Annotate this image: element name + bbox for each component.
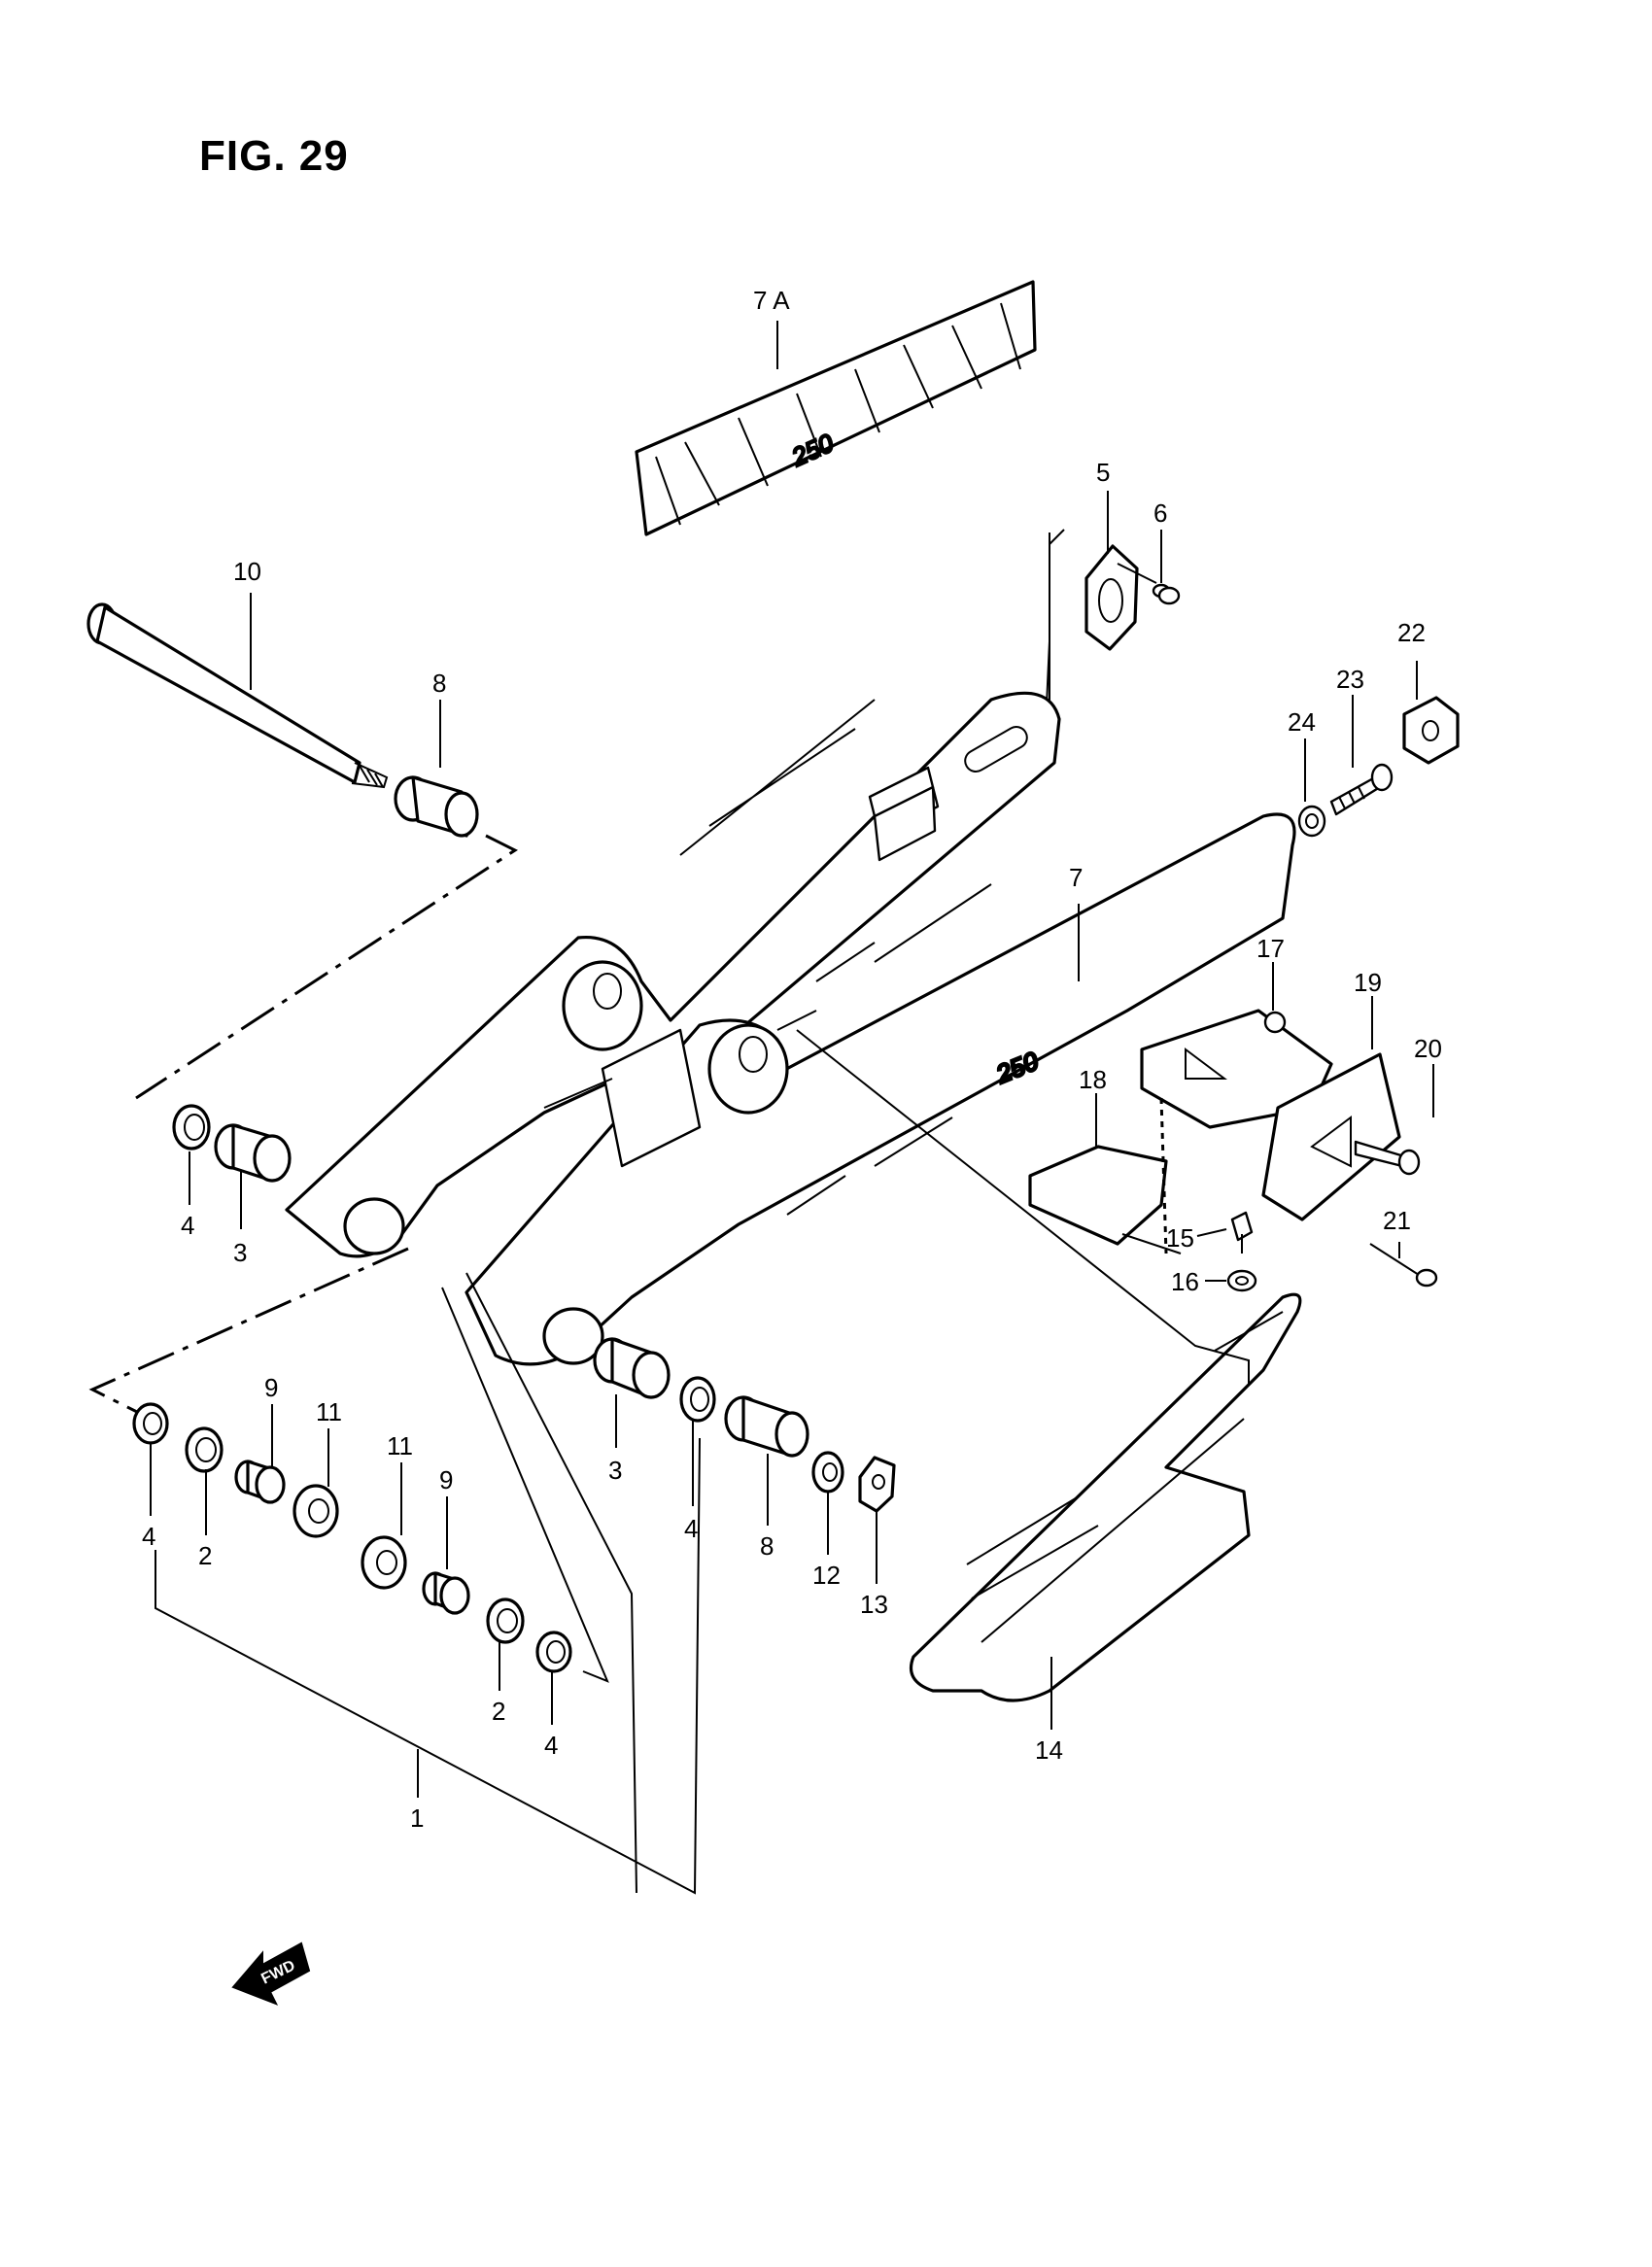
part-8-lower-collar: [724, 1395, 809, 1458]
callout-1: 1: [410, 1803, 424, 1833]
callout-7a: 7 A: [753, 286, 790, 315]
callout-4-upper-left: 4: [181, 1211, 194, 1240]
part-20-bolt: [1354, 1140, 1421, 1176]
part-12-washer: [811, 1451, 844, 1494]
callout-21: 21: [1383, 1206, 1411, 1235]
callout-4-center-right: 4: [684, 1514, 698, 1543]
callout-11-center: 11: [387, 1431, 413, 1460]
part-14-chain-slider: [909, 1292, 1302, 1702]
part-22-block: [1402, 696, 1460, 765]
callout-22: 22: [1397, 618, 1426, 647]
callout-2-center: 2: [492, 1697, 505, 1726]
callout-11-left: 11: [316, 1397, 342, 1426]
part-9-spacer-left: [234, 1460, 286, 1504]
part-24-nut: [1297, 805, 1326, 838]
part-2-bushing-center: [486, 1597, 525, 1644]
callout-5: 5: [1096, 458, 1110, 487]
part-11-collar-left: [293, 1484, 339, 1538]
part-4-seal-left-lower: [132, 1402, 169, 1445]
part-4-seal-center: [535, 1631, 572, 1673]
part-13-nut: [858, 1456, 896, 1513]
part-21-bolt: [1369, 1243, 1438, 1288]
part-16-washer: [1226, 1269, 1257, 1292]
callout-7: 7: [1069, 863, 1083, 892]
callout-8-lower: 8: [760, 1531, 774, 1561]
part-3-bearing-left: [214, 1123, 292, 1183]
callout-2-left: 2: [198, 1541, 212, 1570]
part-4-seal-left-upper: [172, 1104, 211, 1151]
callout-12: 12: [812, 1561, 841, 1590]
callout-4-lower-left: 4: [142, 1522, 155, 1551]
callout-9-center: 9: [439, 1465, 453, 1494]
callout-20: 20: [1414, 1034, 1442, 1063]
part-5-plate: [1084, 544, 1139, 651]
callout-3-center: 3: [608, 1456, 622, 1485]
part-2-bushing-left: [185, 1426, 224, 1473]
callout-19: 19: [1354, 968, 1382, 997]
callout-16: 16: [1171, 1267, 1199, 1296]
callout-14: 14: [1035, 1735, 1063, 1765]
part-11-collar-center: [361, 1535, 407, 1590]
callout-6: 6: [1153, 498, 1167, 528]
leader-lines: [150, 321, 1434, 1798]
callout-18: 18: [1079, 1065, 1107, 1094]
callout-10: 10: [233, 557, 261, 586]
callout-24: 24: [1288, 707, 1316, 737]
part-18-guard: [1028, 1145, 1168, 1246]
callout-17: 17: [1256, 934, 1285, 963]
callout-23: 23: [1336, 665, 1364, 694]
callout-3-left: 3: [233, 1238, 247, 1267]
part-23-bolt: [1329, 763, 1394, 816]
callout-labels: 7 A 5 6 10 8 22 23 24 7 17 19 20 18 4 3 …: [142, 286, 1442, 1833]
part-1-swingarm: 250: [285, 691, 1296, 1366]
callout-4-center: 4: [544, 1731, 558, 1760]
fwd-arrow-icon: FWD: [231, 1941, 311, 2006]
part-3-bearing-center: [593, 1337, 671, 1399]
part-15-bolt: [1230, 1211, 1254, 1254]
callout-15: 15: [1166, 1223, 1194, 1253]
figure-title: FIG. 29: [199, 132, 349, 180]
part-6-screw: [1117, 563, 1181, 605]
callout-9-left: 9: [264, 1373, 278, 1402]
part-9-spacer-center: [422, 1571, 470, 1615]
part-4-seal-center-right: [679, 1376, 716, 1423]
part-10-pivot-shaft: [86, 602, 389, 789]
decal-7a: 250: [635, 280, 1037, 536]
part-8-upper-collar: [394, 775, 479, 838]
part-19-guide-plate: [1140, 1009, 1401, 1221]
callout-8-upper: 8: [432, 669, 446, 698]
callout-13: 13: [860, 1590, 888, 1619]
